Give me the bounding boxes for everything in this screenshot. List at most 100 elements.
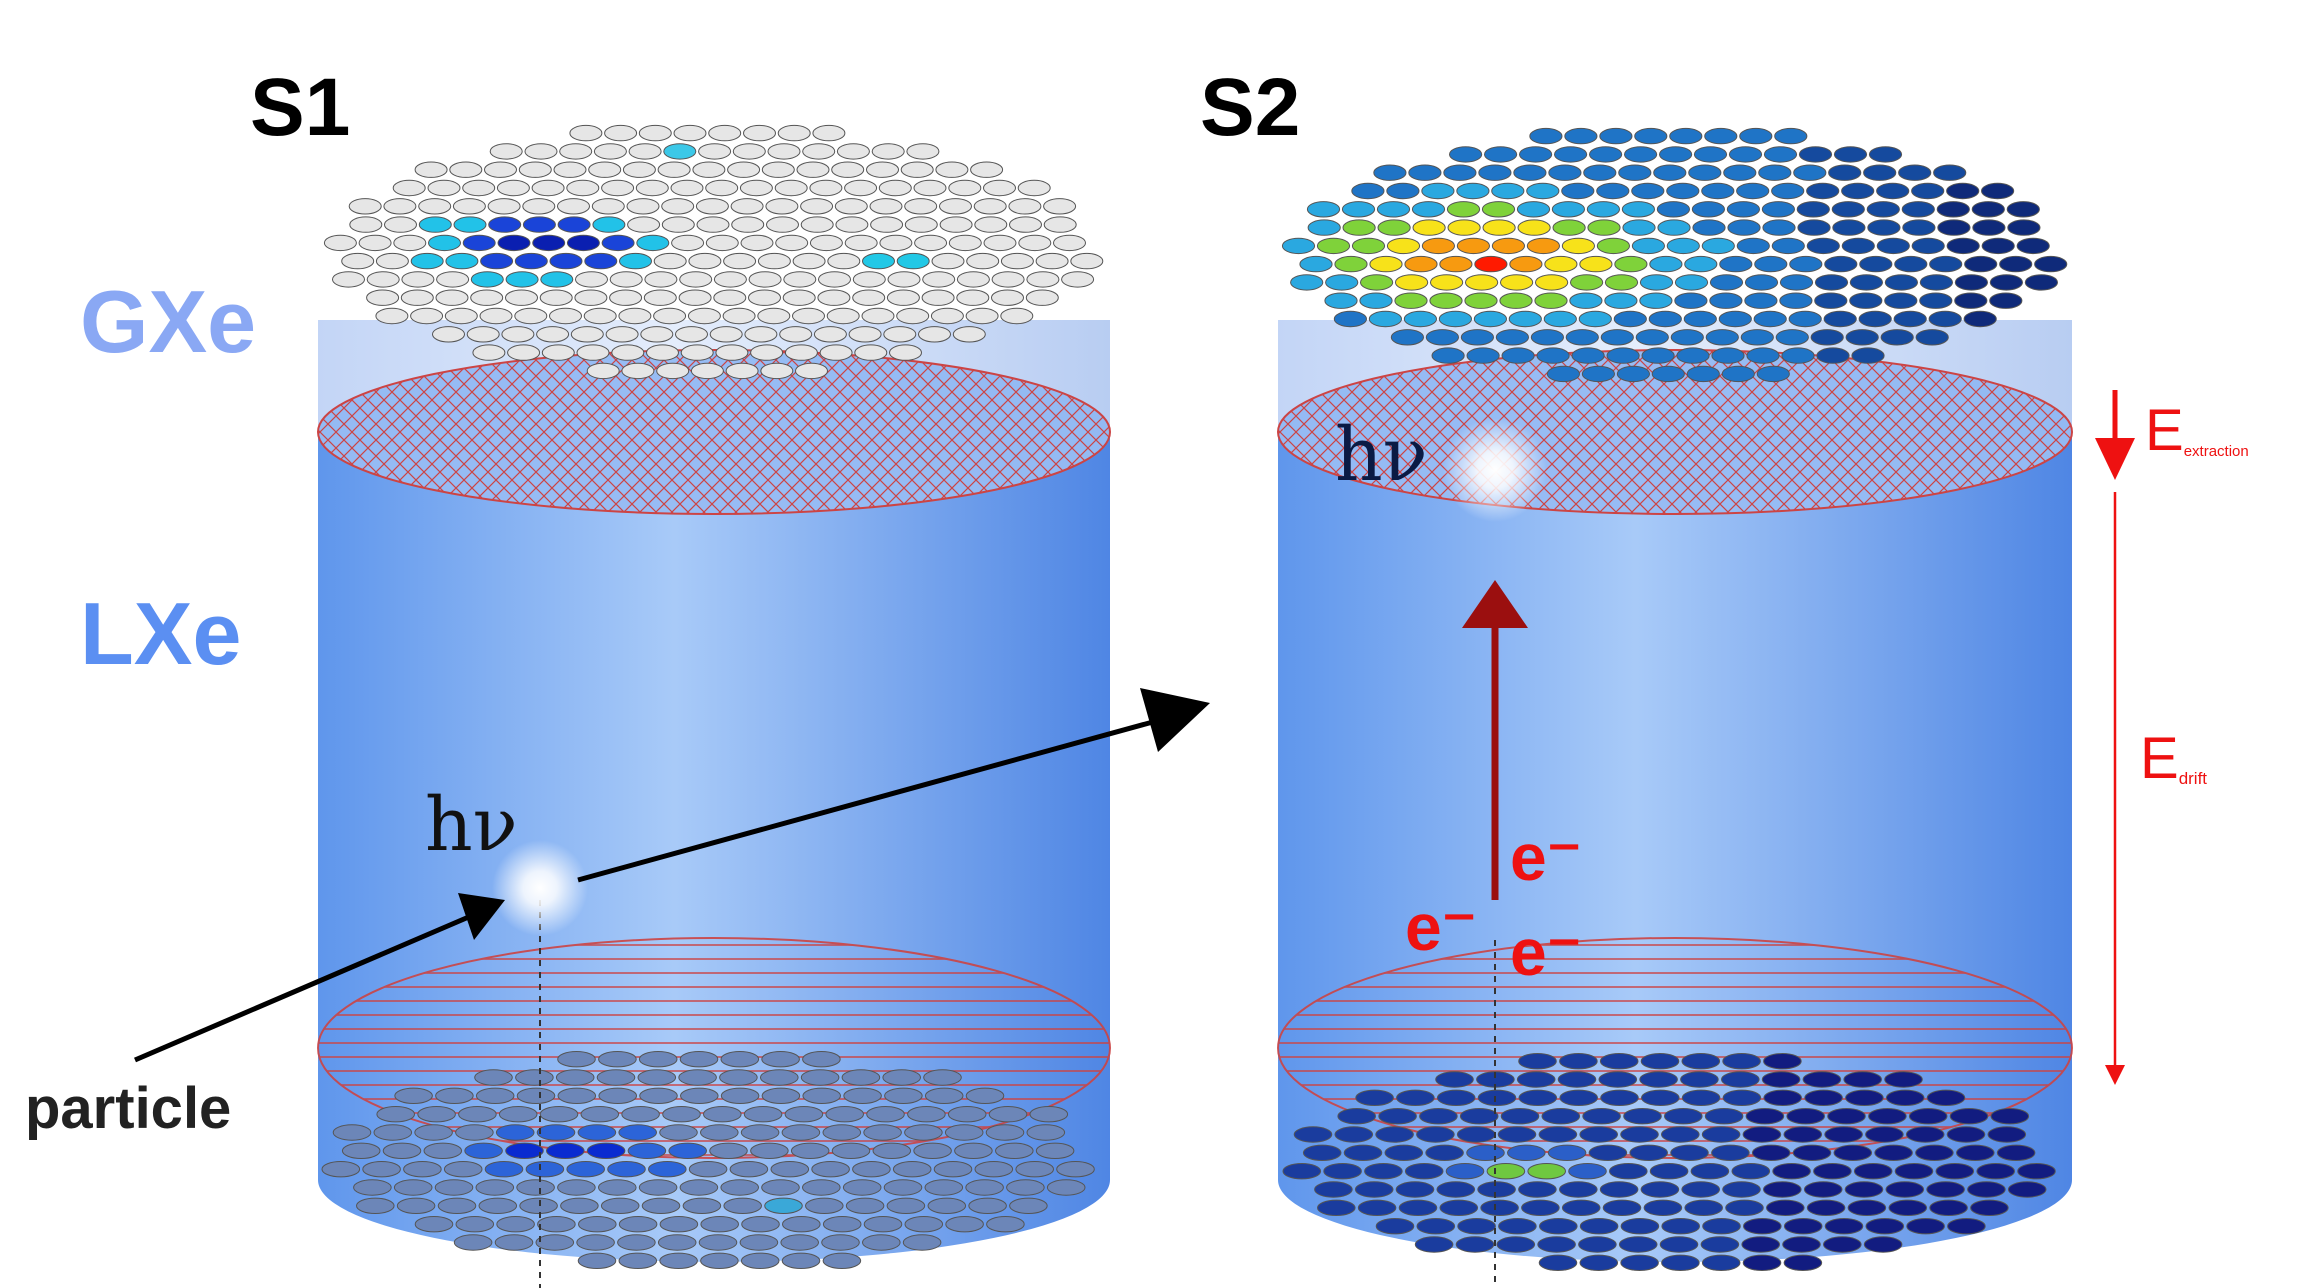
pmt-disc-icon [2024, 274, 2059, 291]
pmt-disc-icon [904, 216, 938, 233]
pmt-disc-icon [1486, 1163, 1526, 1180]
pmt-disc-icon [1876, 237, 1910, 255]
pmt-disc-icon [777, 124, 811, 142]
pmt-disc-icon [826, 307, 860, 325]
pmt-disc-icon [574, 289, 608, 306]
detector-s2 [1277, 127, 2073, 1288]
pmt-disc-icon [1599, 127, 1633, 145]
pmt-disc-icon [923, 1069, 962, 1086]
pmt-disc-icon [1946, 1126, 1986, 1143]
pmt-disc-icon [661, 216, 695, 233]
pmt-disc-icon [1579, 1218, 1619, 1235]
pmt-disc-icon [1445, 1163, 1485, 1180]
pmt-disc-icon [1866, 201, 1900, 218]
pmt-disc-icon [1970, 1199, 2009, 1217]
pmt-disc-icon [1865, 1218, 1905, 1235]
pmt-disc-icon [870, 216, 904, 233]
pmt-disc-icon [918, 326, 951, 343]
pmt-disc-icon [382, 1142, 422, 1160]
pmt-array-bottom-s2 [1282, 1053, 2056, 1272]
pmt-disc-icon [1832, 219, 1866, 236]
pmt-disc-icon [1727, 219, 1761, 236]
pmt-disc-icon [455, 1124, 494, 1141]
pmt-disc-icon [1530, 329, 1565, 346]
pmt-disc-icon [1741, 1236, 1780, 1253]
pmt-disc-icon [622, 161, 656, 178]
pmt-disc-icon [892, 1161, 932, 1178]
pmt-disc-icon [1357, 1199, 1397, 1217]
pmt-disc-icon [1460, 329, 1495, 346]
pmt-disc-icon [1621, 201, 1656, 218]
pmt-disc-icon [1364, 1163, 1403, 1180]
pmt-disc-icon [1306, 201, 1341, 218]
pmt-disc-icon [818, 271, 851, 288]
pmt-disc-icon [332, 1124, 372, 1141]
pmt-disc-icon [779, 326, 813, 343]
pmt-disc-icon [835, 216, 869, 233]
pmt-disc-icon [1664, 1108, 1703, 1125]
pmt-disc-icon [638, 1051, 678, 1068]
pmt-disc-icon [596, 1069, 636, 1086]
pmt-disc-icon [1509, 255, 1543, 273]
pmt-disc-icon [708, 124, 742, 142]
pmt-disc-icon [1497, 1126, 1537, 1143]
pmt-disc-icon [580, 1106, 620, 1123]
pmt-disc-icon [680, 1087, 719, 1105]
pmt-disc-icon [1681, 1053, 1721, 1070]
particle-track-arrowhead [458, 893, 505, 940]
electron-label-2: e⁻ [1405, 890, 1477, 964]
pmt-disc-icon [524, 143, 558, 160]
pmt-disc-icon [1516, 1071, 1556, 1088]
pmt-disc-icon [668, 1142, 708, 1160]
pmt-disc-icon [1666, 182, 1700, 200]
pmt-disc-icon [744, 326, 778, 343]
pmt-disc-icon [1596, 182, 1630, 200]
pmt-disc-icon [487, 198, 521, 215]
pmt-disc-icon [1634, 127, 1668, 145]
pmt-disc-icon [1579, 255, 1613, 273]
pmt-disc-icon [1495, 329, 1530, 346]
pmt-disc-icon [678, 1069, 717, 1086]
pmt-disc-icon [1482, 219, 1516, 236]
pmt-disc-icon [1436, 1089, 1476, 1107]
pmt-disc-icon [1600, 329, 1634, 346]
pmt-disc-icon [1670, 329, 1704, 346]
pmt-disc-icon [1783, 1218, 1823, 1235]
pmt-disc-icon [570, 326, 604, 343]
pmt-disc-icon [1929, 1199, 1968, 1217]
pmt-disc-icon [1425, 1144, 1464, 1162]
pmt-disc-icon [781, 1252, 821, 1270]
pmt-disc-icon [927, 1197, 967, 1215]
pmt-disc-icon [842, 1179, 882, 1196]
pmt-disc-icon [1797, 219, 1831, 236]
pmt-disc-icon [863, 1124, 902, 1141]
pmt-disc-icon [896, 252, 930, 270]
pmt-disc-icon [1756, 365, 1790, 383]
pmt-disc-icon [1949, 1108, 1989, 1125]
pmt-disc-icon [449, 161, 483, 178]
s1-to-s2-arrow [577, 717, 1161, 883]
pmt-disc-icon [740, 234, 774, 252]
pmt-disc-icon [1000, 307, 1034, 325]
pmt-disc-icon [1731, 1163, 1771, 1180]
pmt-disc-icon [1868, 1108, 1907, 1125]
pmt-disc-icon [609, 271, 643, 288]
pmt-disc-icon [720, 1051, 760, 1068]
pmt-disc-icon [1337, 1108, 1376, 1125]
pmt-disc-icon [1588, 1144, 1628, 1162]
pmt-disc-icon [1967, 1181, 2006, 1198]
pmt-disc-icon [1772, 1163, 1811, 1180]
pmt-disc-icon [618, 307, 652, 325]
pmt-disc-icon [1816, 347, 1850, 364]
pmt-disc-icon [1893, 310, 1927, 328]
pmt-disc-icon [638, 1179, 678, 1196]
pmt-disc-icon [1631, 182, 1665, 200]
pmt-disc-icon [1742, 1254, 1782, 1272]
pmt-disc-icon [713, 289, 747, 306]
pmt-disc-icon [1656, 201, 1691, 218]
pmt-disc-icon [1701, 1254, 1741, 1272]
pmt-disc-icon [913, 179, 947, 197]
pmt-disc-icon [1317, 1199, 1356, 1217]
pmt-disc-icon [1728, 146, 1763, 163]
pmt-disc-icon [692, 161, 726, 178]
